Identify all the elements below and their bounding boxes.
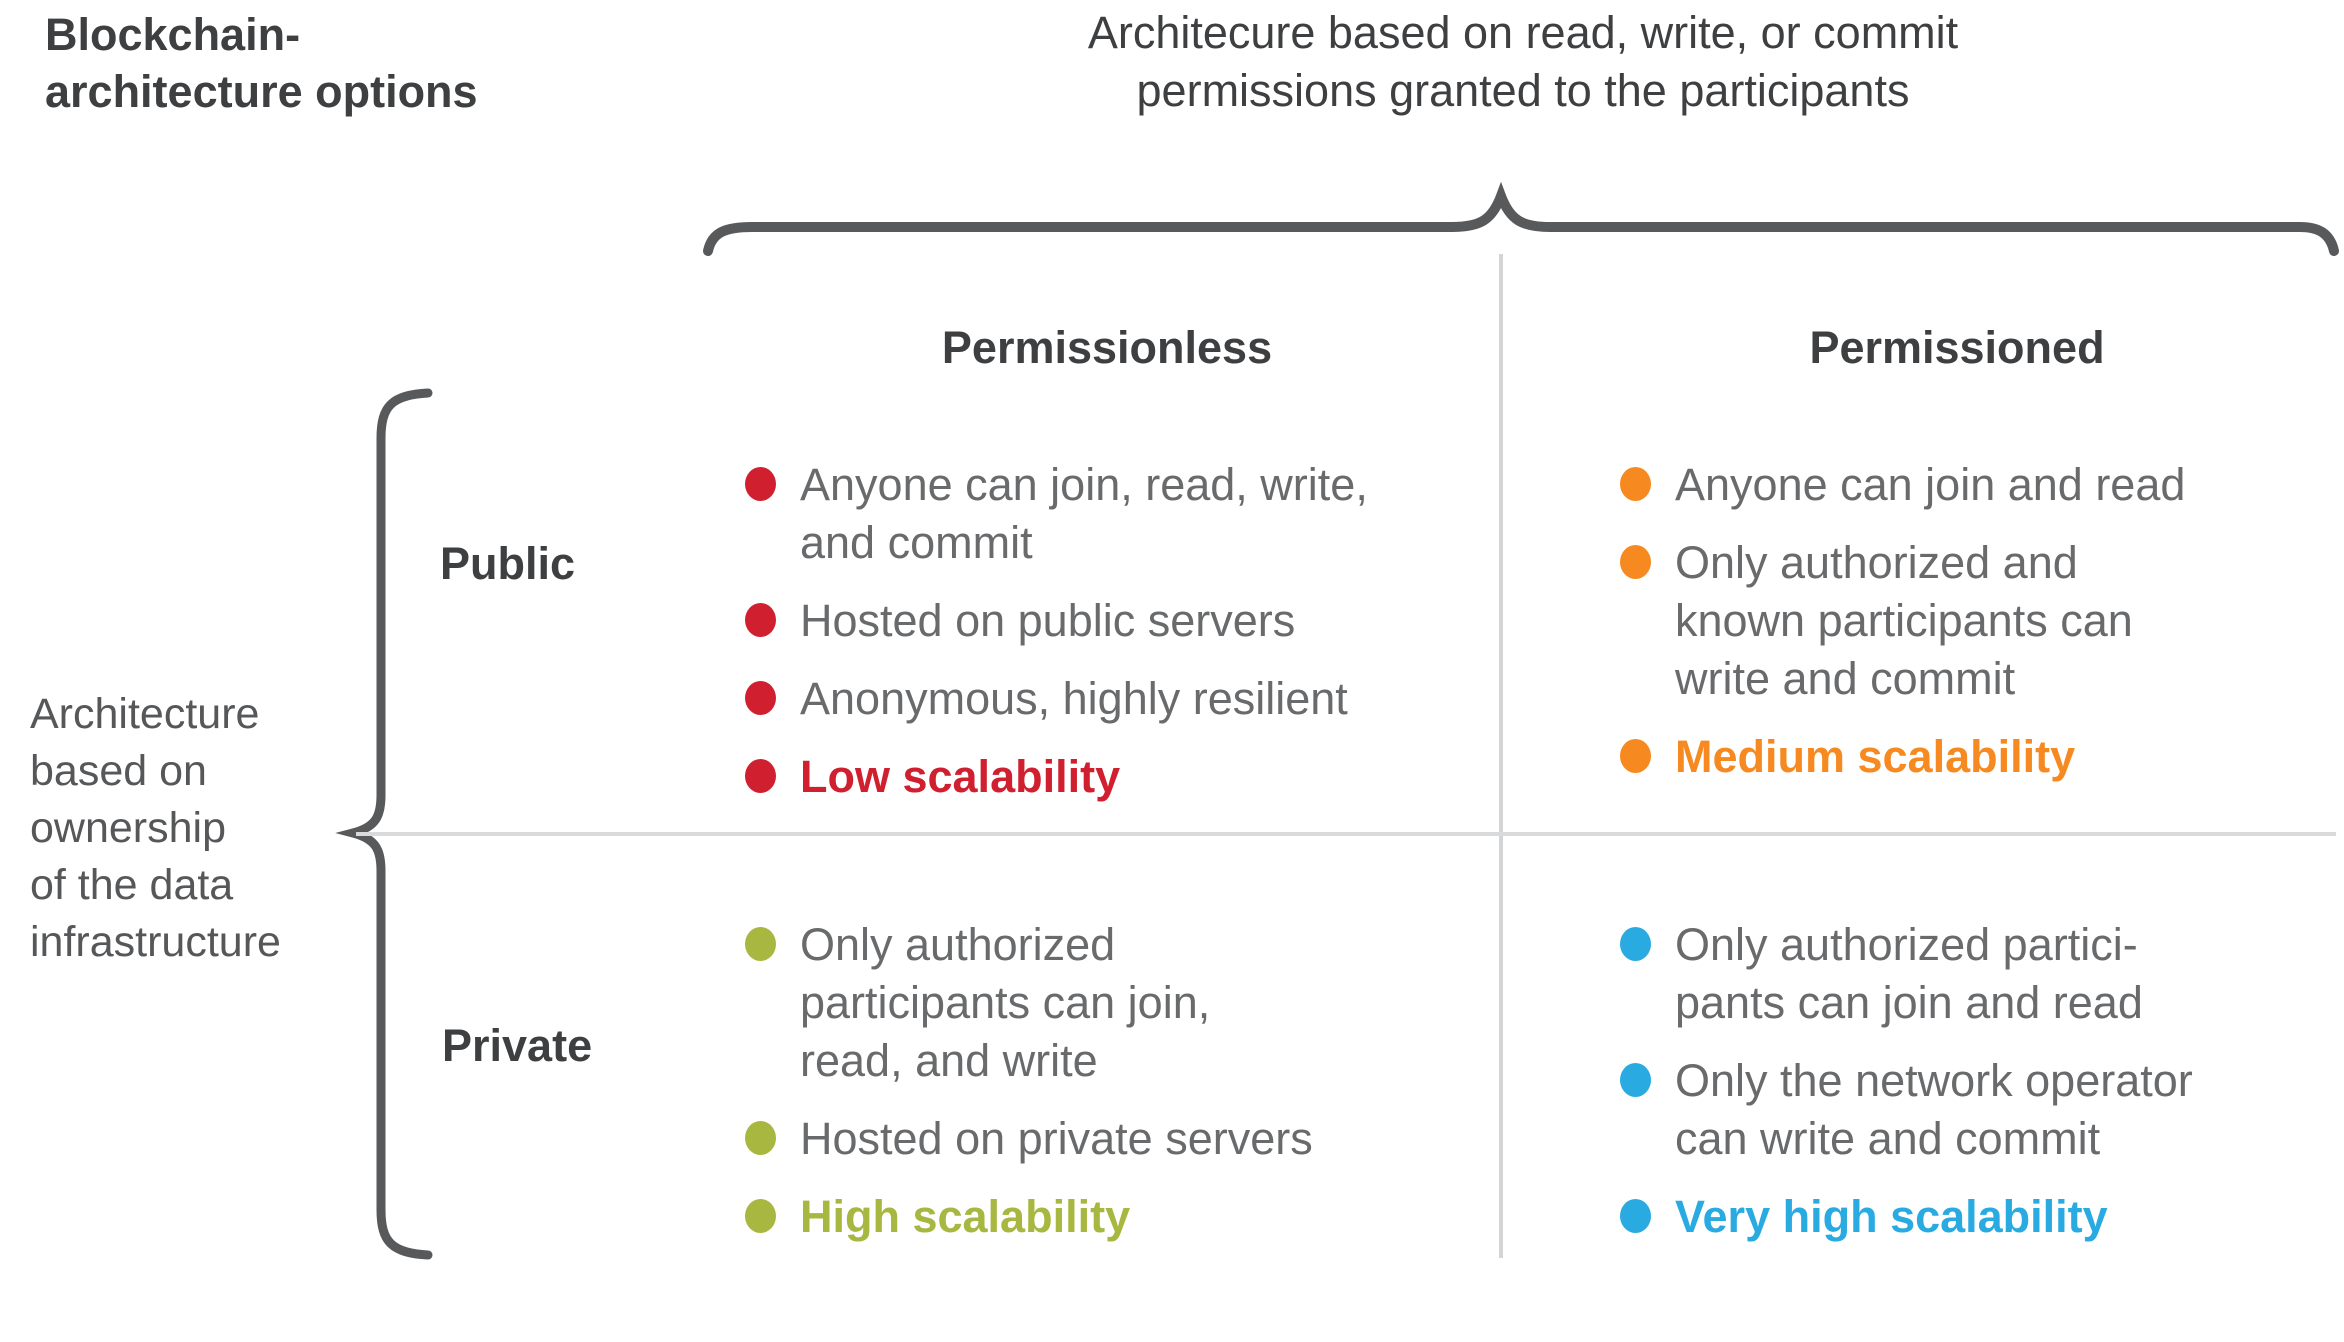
bullet-item-text: Medium scalability bbox=[1675, 731, 2076, 782]
bullet-item-text: Hosted on public servers bbox=[800, 595, 1296, 646]
bullet-item-text: Anyone can join, read, write, and commit bbox=[800, 459, 1368, 568]
bullet-dot-icon bbox=[1620, 1063, 1651, 1097]
bullet-dot-icon bbox=[745, 603, 776, 637]
bullet-dot-icon bbox=[1620, 467, 1651, 501]
list-item: Only authorized and known participants c… bbox=[1620, 534, 2344, 708]
quadrant-public-permissioned: Anyone can join and read Only authorized… bbox=[1620, 456, 2344, 806]
top-axis-title: Architecure based on read, write, or com… bbox=[1087, 7, 1959, 116]
bullet-dot-icon bbox=[745, 681, 776, 715]
bullet-dot-icon bbox=[1620, 1199, 1651, 1233]
bullet-item-text: Only authorized participants can join, r… bbox=[800, 919, 1211, 1086]
bullet-dot-icon bbox=[745, 927, 776, 961]
quadrant-public-permissionless: Anyone can join, read, write, and commit… bbox=[745, 456, 1505, 826]
left-axis-title: Architecture based on ownership of the d… bbox=[30, 690, 281, 966]
row-label-public: Public bbox=[440, 538, 576, 589]
list-item: Very high scalability bbox=[1620, 1188, 2344, 1246]
list-item: Medium scalability bbox=[1620, 728, 2344, 786]
list-item: High scalability bbox=[745, 1188, 1505, 1246]
list-item: Hosted on public servers bbox=[745, 592, 1505, 650]
top-brace-icon bbox=[703, 181, 2339, 256]
bullet-dot-icon bbox=[1620, 927, 1651, 961]
bullet-item-text: Very high scalability bbox=[1675, 1191, 2108, 1242]
list-item: Only authorized partici- pants can join … bbox=[1620, 916, 2344, 1032]
quadrant-private-permissioned: Only authorized partici- pants can join … bbox=[1620, 916, 2344, 1266]
column-header-permissioned: Permissioned bbox=[1809, 322, 2105, 373]
bullet-dot-icon bbox=[745, 759, 776, 793]
bullet-dot-icon bbox=[1620, 739, 1651, 773]
column-header-permissionless: Permissionless bbox=[941, 322, 1273, 373]
bullet-item-text: High scalability bbox=[800, 1191, 1131, 1242]
list-item: Anonymous, highly resilient bbox=[745, 670, 1505, 728]
bullet-dot-icon bbox=[745, 1199, 776, 1233]
column-divider-line bbox=[1499, 254, 1503, 1258]
bullet-item-text: Only authorized partici- pants can join … bbox=[1675, 919, 2143, 1028]
row-label-private: Private bbox=[442, 1020, 593, 1071]
bullet-dot-icon bbox=[1620, 545, 1651, 579]
bullet-item-text: Only the network operator can write and … bbox=[1675, 1055, 2193, 1164]
bullet-item-text: Low scalability bbox=[800, 751, 1121, 802]
quadrant-private-permissionless: Only authorized participants can join, r… bbox=[745, 916, 1505, 1266]
row-divider-line bbox=[356, 832, 2336, 836]
bullet-item-text: Only authorized and known participants c… bbox=[1675, 537, 2133, 704]
bullet-item-text: Anyone can join and read bbox=[1675, 459, 2186, 510]
list-item: Low scalability bbox=[745, 748, 1505, 806]
list-item: Anyone can join, read, write, and commit bbox=[745, 456, 1505, 572]
bullet-item-text: Hosted on private servers bbox=[800, 1113, 1313, 1164]
bullet-dot-icon bbox=[745, 1121, 776, 1155]
list-item: Anyone can join and read bbox=[1620, 456, 2344, 514]
bullet-dot-icon bbox=[745, 467, 776, 501]
list-item: Only the network operator can write and … bbox=[1620, 1052, 2344, 1168]
list-item: Only authorized participants can join, r… bbox=[745, 916, 1505, 1090]
bullet-item-text: Anonymous, highly resilient bbox=[800, 673, 1348, 724]
list-item: Hosted on private servers bbox=[745, 1110, 1505, 1168]
corner-title: Blockchain- architecture options bbox=[45, 9, 478, 117]
